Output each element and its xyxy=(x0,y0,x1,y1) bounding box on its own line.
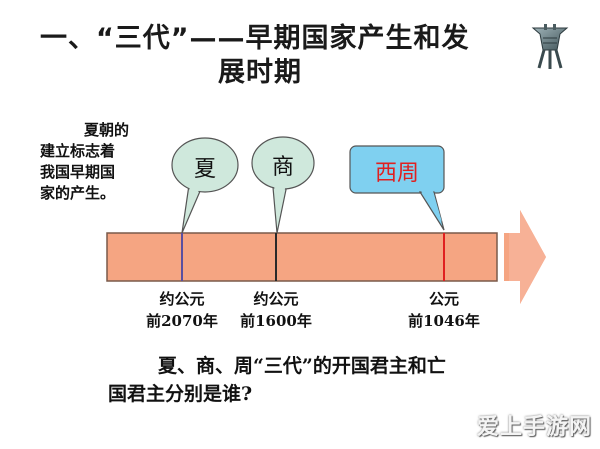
slide-title: 一、“三代”——早期国家产生和发 展时期 xyxy=(40,22,540,90)
timeline-bar xyxy=(106,232,498,282)
question-text: 夏、商、周“三代”的开国君主和亡 国君主分别是谁? xyxy=(108,352,548,408)
watermark: 爱上手游网 xyxy=(476,415,592,440)
bubble-shang xyxy=(251,136,315,234)
timeline-arrow-head xyxy=(509,210,546,304)
date-western-zhou: 公元 前1046年 xyxy=(392,288,496,332)
bronze-vessel-icon xyxy=(531,24,569,69)
xia-note: 夏朝的 建立标志着 我国早期国 家的产生。 xyxy=(40,120,170,204)
note-line-3: 我国早期国 xyxy=(40,163,116,181)
date-shang-line-1: 约公元 xyxy=(253,290,299,308)
date-xia: 约公元 前2070年 xyxy=(130,288,234,332)
question-line-2: 国君主分别是谁? xyxy=(108,383,253,405)
date-xia-line-1: 约公元 xyxy=(159,290,205,308)
note-line-4: 家的产生。 xyxy=(40,184,116,202)
title-line-2: 展时期 xyxy=(218,57,302,88)
title-line-1: 一、“三代”——早期国家产生和发 xyxy=(40,23,470,54)
question-line-1: 夏、商、周“三代”的开国君主和亡 xyxy=(158,355,446,377)
bubble-label-xia: 夏 xyxy=(193,157,216,182)
date-xia-line-2: 前2070年 xyxy=(146,312,218,330)
bubble-xia xyxy=(171,137,239,234)
date-western-zhou-line-1: 公元 xyxy=(428,290,459,308)
bubble-label-western-zhou: 西周 xyxy=(374,161,419,186)
note-line-1: 夏朝的 xyxy=(84,121,130,139)
date-shang-line-2: 前1600年 xyxy=(240,312,312,330)
bubble-western-zhou xyxy=(349,145,445,231)
bubble-label-shang: 商 xyxy=(271,155,294,180)
date-western-zhou-line-2: 前1046年 xyxy=(408,312,480,330)
note-line-2: 建立标志着 xyxy=(40,142,116,160)
date-shang: 约公元 前1600年 xyxy=(224,288,328,332)
